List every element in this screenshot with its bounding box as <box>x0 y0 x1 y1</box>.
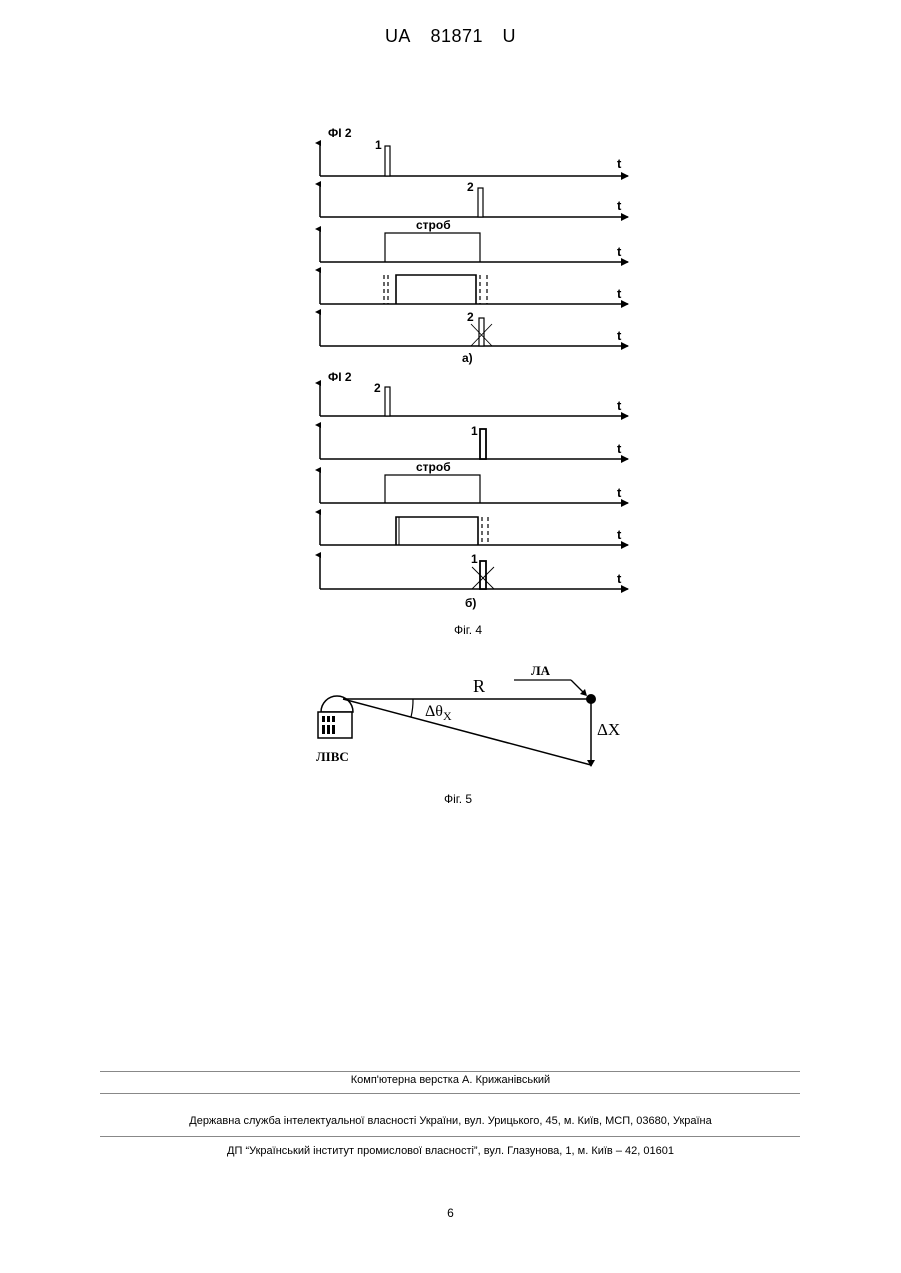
pulse-label: 2 <box>467 180 474 194</box>
page-number: 6 <box>0 1206 901 1220</box>
footer-rule-top <box>100 1071 800 1072</box>
fig4a-row2: 2 t <box>320 180 628 217</box>
station-icon <box>318 696 353 738</box>
t-label: t <box>617 198 622 213</box>
blocked-pulse <box>480 561 486 589</box>
pulse-label: 2 <box>467 310 474 324</box>
aircraft-label: ЛА <box>531 663 551 678</box>
t-label: t <box>617 571 622 586</box>
footer-rule-bottom <box>100 1136 800 1137</box>
fig4b-title: ФІ 2 <box>328 370 352 384</box>
fig4b-row3: строб t <box>320 460 628 503</box>
footer-agency: Державна служба інтелектуальної власност… <box>0 1115 901 1127</box>
fig4a-row4: t <box>320 270 628 304</box>
shifted-gate <box>396 517 478 545</box>
pulse-label: 1 <box>471 552 478 566</box>
pulse-label: 1 <box>471 424 478 438</box>
fig5: ЛІВС ЛА R ΔθX ΔX <box>316 663 620 767</box>
aircraft-marker <box>586 694 596 704</box>
t-label: t <box>617 527 622 542</box>
fig5-caption: Фіг. 5 <box>444 792 472 806</box>
fig4b-row4: t <box>320 512 628 545</box>
offset-label: ΔX <box>597 720 620 739</box>
footer-layout-credit: Комп'ютерна верстка А. Крижанівський <box>0 1074 901 1086</box>
t-label: t <box>617 485 622 500</box>
fig4b-row2: 1 t <box>320 424 628 459</box>
angle-subscript: X <box>443 709 452 723</box>
angle-label: ΔθX <box>425 703 452 723</box>
strobe-gate <box>385 475 480 503</box>
fig4-subcaption-b: б) <box>465 596 476 610</box>
fig4-subcaption-a: а) <box>462 351 473 365</box>
strobe-gate <box>385 233 480 262</box>
pulse <box>480 429 486 459</box>
strobe-label: строб <box>416 460 451 474</box>
footer-rule-middle <box>100 1093 800 1094</box>
fig4a-row5: 2 t <box>320 310 628 346</box>
pulse-label: 2 <box>374 381 381 395</box>
fig4-part-b: ФІ 2 2 t 1 t строб t <box>320 370 628 610</box>
fig4a-row1: 1 t <box>320 138 628 176</box>
t-label: t <box>617 328 622 343</box>
fig4a-row3: строб t <box>320 218 628 262</box>
angle-arc <box>411 699 413 717</box>
strobe-label: строб <box>416 218 451 232</box>
shifted-gate <box>396 275 476 304</box>
fig4a-title: ФІ 2 <box>328 126 352 140</box>
pulse-label: 1 <box>375 138 382 152</box>
pulse <box>385 146 390 176</box>
t-label: t <box>617 398 622 413</box>
fig4-caption: Фіг. 4 <box>454 623 482 637</box>
pulse <box>478 188 483 217</box>
footer-publisher: ДП “Український інститут промислової вла… <box>0 1145 901 1157</box>
fig4b-row1: 2 t <box>320 381 628 416</box>
t-label: t <box>617 244 622 259</box>
blocked-pulse <box>479 318 484 346</box>
station-label: ЛІВС <box>316 749 349 764</box>
fig4b-row5: 1 t <box>320 552 628 589</box>
deviated-line <box>343 699 591 765</box>
t-label: t <box>617 156 622 171</box>
angle-symbol: Δθ <box>425 703 443 720</box>
t-label: t <box>617 441 622 456</box>
t-label: t <box>617 286 622 301</box>
pulse <box>385 387 390 416</box>
fig4-part-a: ФІ 2 1 t 2 t строб t <box>320 126 628 365</box>
range-label: R <box>473 676 485 696</box>
